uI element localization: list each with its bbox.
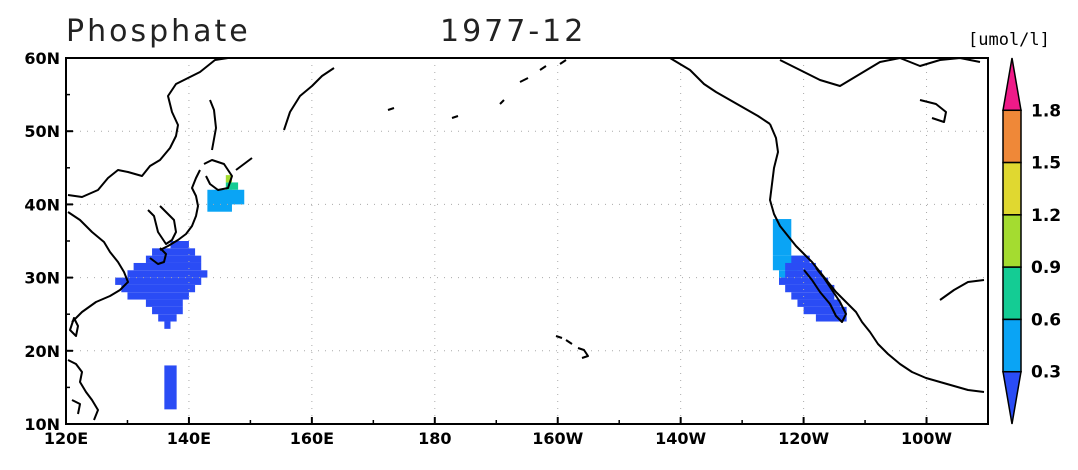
coast-japan-kyushu [149, 247, 167, 265]
coast-alaska [669, 57, 771, 125]
data-cell-block [791, 292, 835, 300]
latitude-axis: 10N 20N 30N 40N 50N 60N [24, 49, 73, 434]
data-cell-block [797, 299, 841, 307]
data-cell-block [785, 284, 835, 293]
colorbar-segment [1002, 266, 1022, 321]
data-cell-block [785, 262, 816, 271]
colorbar-segment [1002, 214, 1022, 268]
data-cell-block [803, 306, 847, 315]
data-cell-block [791, 255, 810, 263]
data-cell-block [225, 189, 245, 205]
lat-tick-label: 30N [24, 269, 60, 288]
colorbar-tick-label: 0.3 [1031, 363, 1061, 383]
colorbar-tick-label: 1.8 [1031, 101, 1061, 121]
colorbar-unit-label: [umol/l] [968, 30, 1050, 50]
variable-title: Phosphate [66, 14, 251, 49]
data-cell-block [779, 277, 829, 285]
colorbar-segment-top [1002, 57, 1022, 112]
data-cell-block [145, 255, 202, 263]
data-cell-block [772, 219, 792, 256]
coast-sakhalin [209, 99, 217, 151]
colorbar-tick-label: 1.5 [1031, 154, 1061, 174]
data-cell-block [152, 248, 196, 256]
coast-philippines [67, 359, 99, 421]
coast-luzon-small [71, 399, 81, 415]
lon-tick-label: 100W [901, 429, 952, 448]
coastlines [67, 57, 985, 421]
colorbar-tick-label: 0.6 [1031, 310, 1061, 330]
lon-tick-label: 140W [655, 429, 706, 448]
lat-tick-label: 50N [24, 122, 60, 141]
data-cell-block [133, 262, 202, 271]
coast-north-america [769, 123, 985, 393]
coast-china-east [67, 211, 129, 323]
data-cell-block [225, 175, 232, 183]
coast-taiwan [69, 317, 79, 337]
data-cell-block [815, 314, 847, 322]
lon-tick-label: 140E [167, 429, 211, 448]
coast-kamchatka [283, 67, 335, 131]
lon-tick-label: 120E [44, 429, 88, 448]
data-cell-block [158, 314, 177, 322]
lat-tick-label: 60N [24, 49, 60, 68]
coast-korea [147, 205, 177, 245]
data-cell-block [152, 306, 183, 315]
graticule [66, 58, 988, 424]
data-cells [115, 175, 847, 410]
data-cell-block [164, 321, 171, 329]
lat-tick-label: 10N [24, 415, 60, 434]
data-cell-block [127, 270, 208, 278]
lon-tick-label: 120W [778, 429, 829, 448]
coast-canada [779, 57, 981, 87]
colorbar-tick-label: 0.9 [1031, 258, 1061, 278]
coast-hawaii [555, 335, 589, 359]
colorbar-segment [1002, 109, 1022, 164]
coast-hudson [919, 99, 947, 123]
data-cell-block [164, 365, 177, 410]
coast-japan-hokkaido [203, 159, 233, 191]
map-frame [65, 57, 989, 425]
data-cell-block [225, 182, 239, 190]
lat-tick-label: 40N [24, 195, 60, 214]
coast-aleutians [387, 59, 567, 119]
lon-tick-label: 160E [290, 429, 334, 448]
data-cell-block [127, 292, 189, 300]
lon-tick-label: 180 [418, 429, 451, 448]
colorbar-segment [1002, 318, 1022, 373]
data-cell-block [170, 241, 189, 249]
coast-asia [67, 57, 229, 198]
coast-kurils [235, 157, 253, 171]
data-cell-block [145, 299, 183, 307]
coast-baja [803, 267, 847, 323]
coast-japan-honshu [159, 169, 201, 251]
data-cell-block [785, 270, 823, 278]
colorbar: 0.3 0.6 0.9 1.2 1.5 1.8 [1002, 57, 1061, 425]
longitude-axis: 120E 140E 160E 180 160W 140W 120W 100W [44, 417, 952, 448]
lon-tick-label: 160W [532, 429, 583, 448]
colorbar-segment-bottom [1002, 370, 1022, 425]
colorbar-tick-label: 1.2 [1031, 206, 1061, 226]
data-cell-block [115, 277, 202, 285]
lat-tick-label: 20N [24, 342, 60, 361]
date-title: 1977-12 [440, 14, 587, 49]
colorbar-segment [1002, 161, 1022, 216]
coast-gulf-mexico [939, 279, 985, 301]
data-cell-block [121, 284, 196, 293]
